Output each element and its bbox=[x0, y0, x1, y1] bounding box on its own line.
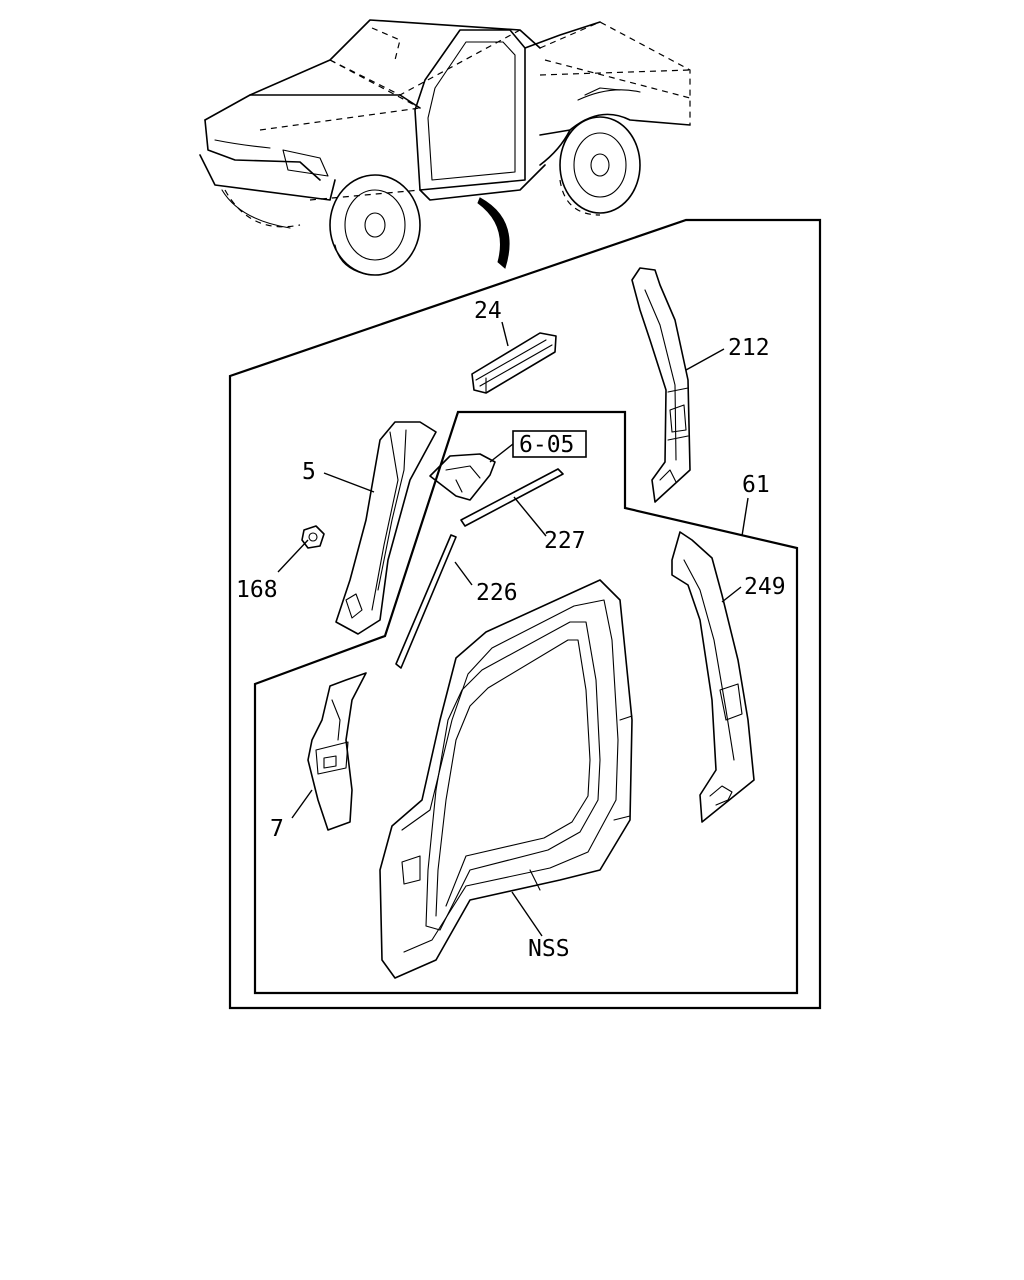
label-nss: NSS bbox=[528, 936, 570, 962]
label-168: 168 bbox=[236, 577, 278, 603]
label-226: 226 bbox=[476, 580, 518, 606]
label-227: 227 bbox=[544, 528, 586, 554]
label-6-05: 6-05 bbox=[519, 432, 574, 458]
part-212-pillar bbox=[631, 267, 691, 503]
label-24: 24 bbox=[474, 298, 502, 324]
label-61: 61 bbox=[742, 472, 770, 498]
part-7-pillar bbox=[307, 672, 367, 831]
leader-lines bbox=[277, 321, 749, 937]
part-nss-frame bbox=[379, 579, 633, 979]
label-7: 7 bbox=[270, 816, 284, 842]
outer-frame bbox=[228, 218, 822, 1010]
part-227-strip bbox=[460, 468, 564, 527]
part-226-strip bbox=[395, 534, 457, 669]
part-6-05-bracket bbox=[429, 453, 496, 501]
part-24-rail bbox=[471, 332, 557, 394]
label-212: 212 bbox=[728, 335, 770, 361]
part-168-bolt bbox=[301, 525, 325, 549]
label-5: 5 bbox=[302, 459, 316, 485]
part-labels: 24 212 5 6-05 61 227 168 226 249 7 NSS bbox=[236, 298, 786, 962]
label-6-05-box bbox=[512, 430, 587, 458]
part-5-pillar bbox=[335, 421, 437, 635]
truck-illustration bbox=[199, 19, 691, 276]
label-249: 249 bbox=[744, 574, 786, 600]
inner-frame bbox=[253, 410, 799, 995]
part-249-pillar bbox=[671, 531, 755, 823]
